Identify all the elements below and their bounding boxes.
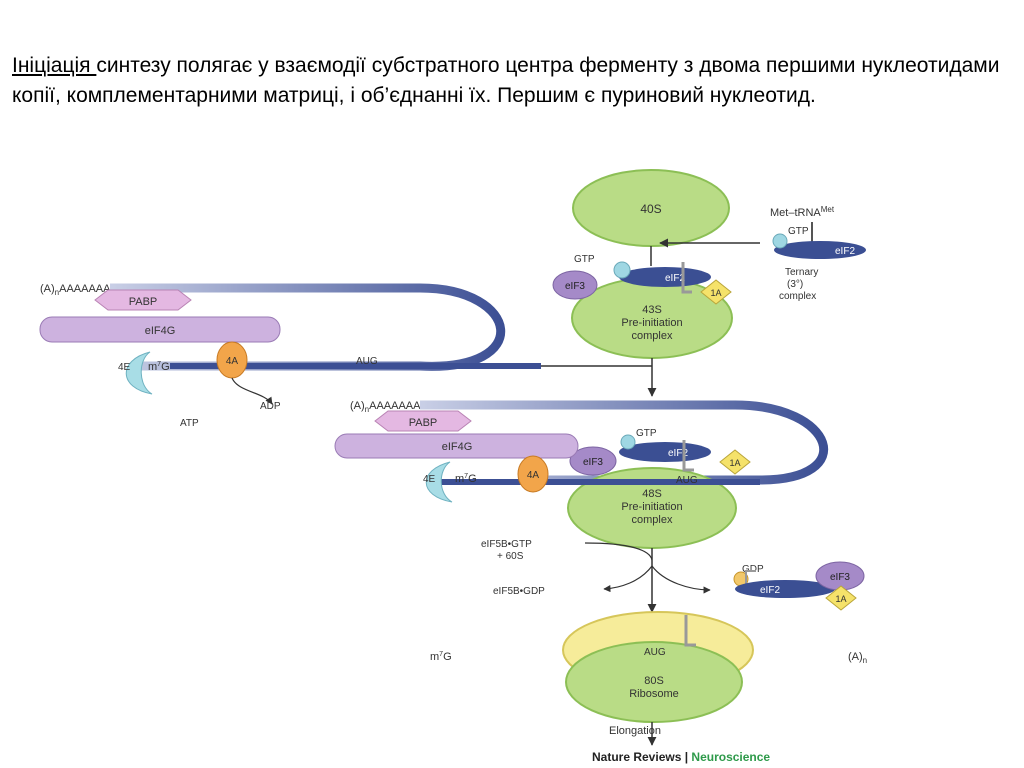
svg-text:eIF5B•GDP: eIF5B•GDP: [493, 586, 545, 597]
svg-text:Ribosome: Ribosome: [629, 688, 679, 700]
svg-text:ADP: ADP: [260, 401, 281, 412]
slide-text-body: синтезу полягає у взаємодії субстратного…: [12, 54, 1000, 107]
trna-43s-shape: [681, 262, 692, 294]
eif2-43s-shape: [619, 267, 711, 287]
trna-80s-shape: [684, 615, 696, 647]
svg-text:eIF5B•GTP: eIF5B•GTP: [481, 539, 532, 550]
svg-text:PABP: PABP: [129, 296, 158, 308]
svg-text:Pre-initiation: Pre-initiation: [621, 317, 682, 329]
gtp-43s-icon: [613, 261, 631, 279]
svg-text:4E: 4E: [118, 362, 131, 373]
ribosome-40s: 40S: [572, 169, 730, 247]
svg-text:GTP: GTP: [788, 226, 809, 237]
eif3-43s-shape: [552, 270, 598, 300]
svg-text:1A: 1A: [710, 288, 721, 298]
svg-text:4A: 4A: [527, 470, 540, 481]
subunit-joining-step: eIF5B•GTP + 60S eIF5B•GDP: [481, 539, 711, 613]
eif2-48s-shape: [619, 442, 711, 462]
factor-1a-43s-shape: [700, 279, 732, 305]
eif4g-48s-shape: [334, 433, 579, 459]
svg-text:1A: 1A: [729, 458, 740, 468]
svg-text:Ternary: Ternary: [785, 267, 818, 278]
eif4g-top-shape: [39, 316, 281, 343]
svg-text:eIF2: eIF2: [668, 448, 688, 459]
svg-text:(3°): (3°): [787, 279, 803, 290]
m7g-80s-label: m7G: [430, 651, 452, 663]
pabp-top-shape: [94, 289, 192, 311]
svg-text:complex: complex: [779, 291, 816, 302]
svg-text:eIF3: eIF3: [565, 281, 585, 292]
eif3-48s-shape: [569, 446, 617, 476]
svg-text:GTP: GTP: [574, 254, 595, 265]
m7g-top-label: m7G: [148, 361, 170, 373]
svg-text:AUG: AUG: [356, 356, 378, 367]
svg-text:80S: 80S: [644, 675, 664, 687]
m7g-48s-label: m7G: [455, 473, 477, 485]
svg-text:48S: 48S: [642, 488, 662, 500]
svg-text:eIF4G: eIF4G: [145, 325, 176, 337]
svg-text:GTP: GTP: [636, 428, 657, 439]
svg-text:complex: complex: [632, 330, 673, 342]
complex-43s: 43S Pre-initiation complex eIF2 GTP eIF3…: [552, 254, 733, 359]
gtp-ternary-icon: [772, 233, 788, 249]
factor-1a-released-shape: [825, 585, 857, 611]
mrna-loop-top: (A)nAAAAAAAAA PABP eIF4G 4E m7G 4A AUG A…: [39, 283, 541, 429]
svg-text:PABP: PABP: [409, 417, 438, 429]
ribosome-80s: m7G (A)n AUG 80S Ribosome: [430, 611, 900, 723]
polya-label-48s: (A)nAAAAAAAAA: [350, 400, 436, 414]
eif2-ternary-shape: [774, 241, 866, 259]
met-trna-label: Met–tRNAMet: [770, 205, 835, 219]
initiation-term: Ініціація: [12, 54, 97, 77]
svg-text:Pre-initiation: Pre-initiation: [621, 501, 682, 513]
svg-text:eIF4G: eIF4G: [442, 441, 473, 453]
pabp-48s-shape: [374, 410, 472, 432]
complex-48s: (A)nAAAAAAAAA 48S Pre-initiation complex…: [334, 400, 828, 549]
svg-text:Nature Reviews | Neuroscience: Nature Reviews | Neuroscience: [592, 750, 770, 764]
svg-text:AUG: AUG: [644, 647, 666, 658]
ternary-complex: Met–tRNAMet eIF2 GTP Ternary (3°) comple…: [770, 205, 866, 302]
eif4e-top-shape: [125, 351, 153, 395]
eif4e-48s-shape: [425, 461, 453, 503]
polya-80s-label: (A)n: [848, 651, 867, 665]
gtp-48s-icon: [620, 434, 636, 450]
slide-text: Ініціація синтезу полягає у взаємодії су…: [12, 51, 1012, 111]
svg-text:4E: 4E: [423, 474, 436, 485]
svg-text:complex: complex: [632, 514, 673, 526]
released-factors: GDP eIF2 eIF3 1A: [733, 561, 865, 611]
svg-text:eIF2: eIF2: [835, 246, 855, 257]
svg-text:eIF3: eIF3: [830, 572, 850, 583]
svg-text:ATP: ATP: [180, 418, 199, 429]
eif2-released-shape: [735, 580, 835, 598]
factor-4a-48s-shape: [517, 455, 549, 493]
credit-line: Nature Reviews | Neuroscience: [592, 750, 770, 764]
svg-text:4A: 4A: [226, 356, 239, 367]
svg-text:+ 60S: + 60S: [497, 551, 524, 562]
factor-1a-48s-shape: [719, 449, 751, 475]
svg-text:eIF3: eIF3: [583, 457, 603, 468]
svg-text:eIF2: eIF2: [665, 273, 685, 284]
small-subunit-40s: [565, 641, 743, 723]
svg-text:40S: 40S: [640, 202, 661, 216]
svg-text:GDP: GDP: [742, 564, 764, 575]
elongation-label: Elongation: [609, 725, 661, 737]
trna-48s-shape: [682, 440, 694, 472]
svg-text:1A: 1A: [835, 594, 846, 604]
svg-text:AUG: AUG: [676, 475, 698, 486]
svg-text:43S: 43S: [642, 304, 662, 316]
svg-text:eIF2: eIF2: [760, 585, 780, 596]
